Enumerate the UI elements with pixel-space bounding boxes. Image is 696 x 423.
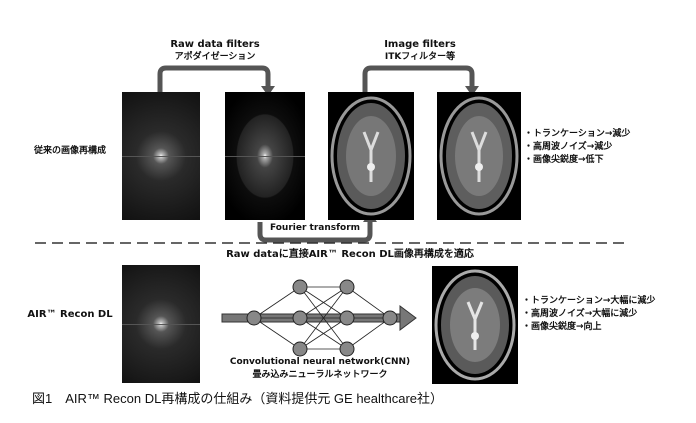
cnn-title: Convolutional neural network(CNN) (229, 357, 411, 367)
network-edge (346, 317, 391, 350)
result-item: ・トランケーション→減少 (524, 129, 631, 139)
network-edge (253, 286, 301, 319)
result-item: ・画像尖鋭度→低下 (524, 155, 604, 165)
kspace-raw-image-dl (122, 265, 200, 383)
raw-filters-label: Raw data filters アポダイゼーション (160, 38, 270, 64)
network-node (339, 279, 355, 295)
network-node (382, 310, 398, 326)
result-item: ・画像尖鋭度→向上 (522, 322, 602, 332)
dl-label: AIR™ Recon DL (27, 309, 113, 320)
network-node (292, 279, 308, 295)
raw-filters-title: Raw data filters (170, 39, 260, 50)
network-edge (346, 286, 391, 319)
image-filter-arrow (362, 65, 475, 108)
result-item: ・高周波ノイズ→大幅に減少 (522, 309, 638, 319)
image-filters-label: Image filters ITKフィルター等 (365, 38, 475, 64)
raw-filters-sub: アポダイゼーション (174, 52, 256, 62)
network-node (292, 341, 308, 357)
kspace-raw-image (122, 92, 200, 220)
network-edge (299, 286, 348, 350)
result-item: ・高周波ノイズ→減少 (524, 142, 613, 152)
kspace-filtered-image (225, 92, 305, 220)
network-edge (299, 286, 348, 319)
brain-mri-image (328, 92, 414, 220)
dl-results: ・トランケーション→大幅に減少 ・高周波ノイズ→大幅に減少 ・画像尖鋭度→向上 (522, 295, 655, 334)
brain-mri-dl-image (432, 266, 518, 384)
image-filters-sub: ITKフィルター等 (384, 52, 456, 62)
network-node (246, 310, 262, 326)
fourier-label: Fourier transform (269, 223, 361, 233)
network-node (339, 310, 355, 326)
figure-caption: 図1 AIR™ Recon DL再構成の仕組み（資料提供元 GE healthc… (32, 391, 444, 406)
cnn-network (221, 279, 417, 357)
cnn-label: Convolutional neural network(CNN) 畳み込みニュ… (220, 356, 420, 382)
network-edge (253, 317, 301, 350)
result-item: ・トランケーション→大幅に減少 (522, 296, 656, 306)
cnn-sub: 畳み込みニューラルネットワーク (252, 370, 388, 380)
network-node (339, 341, 355, 357)
image-filters-title: Image filters (384, 39, 456, 50)
network-edge (299, 317, 348, 350)
network-node (292, 310, 308, 326)
raw-filter-arrow (157, 65, 271, 108)
conventional-label: 従来の画像再構成 (33, 146, 106, 156)
conventional-results: ・トランケーション→減少 ・高周波ノイズ→減少 ・画像尖鋭度→低下 (524, 128, 630, 167)
dl-heading: Raw dataに直接AIR™ Recon DL画像再構成を適応 (226, 249, 474, 260)
brain-mri-filtered-image (437, 92, 521, 220)
fourier-arrow (257, 222, 373, 243)
